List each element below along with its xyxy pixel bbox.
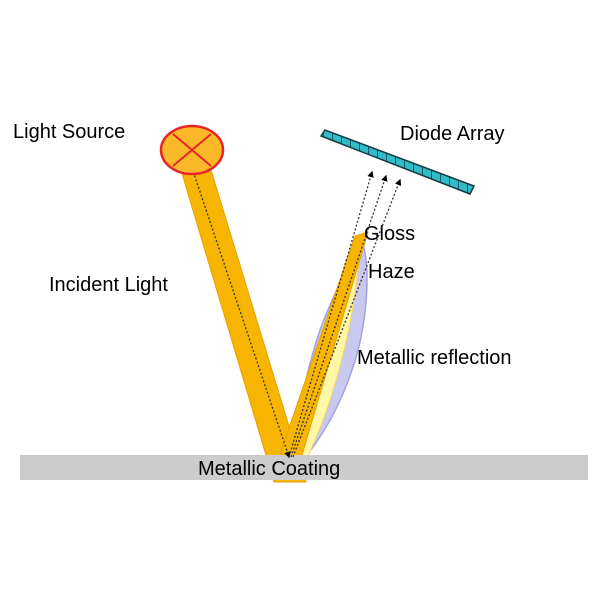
diode-array-label: Diode Array xyxy=(400,123,505,145)
incident-light-label: Incident Light xyxy=(49,274,168,296)
gloss-ray-1 xyxy=(288,170,374,458)
metallic-coating-label: Metallic Coating xyxy=(198,458,341,480)
metallic-reflection-label: Metallic reflection xyxy=(357,347,512,369)
lamp-icon xyxy=(159,124,225,176)
haze-label: Haze xyxy=(368,261,415,283)
incident-ray-line xyxy=(191,167,291,459)
gloss-label: Gloss xyxy=(364,223,416,245)
light-source-label: Light Source xyxy=(13,121,126,143)
gloss-ray-3 xyxy=(292,178,402,458)
sensor-array-icon xyxy=(319,129,476,195)
gloss-ray-2 xyxy=(290,174,388,458)
metallic-coating-surface xyxy=(20,455,588,480)
